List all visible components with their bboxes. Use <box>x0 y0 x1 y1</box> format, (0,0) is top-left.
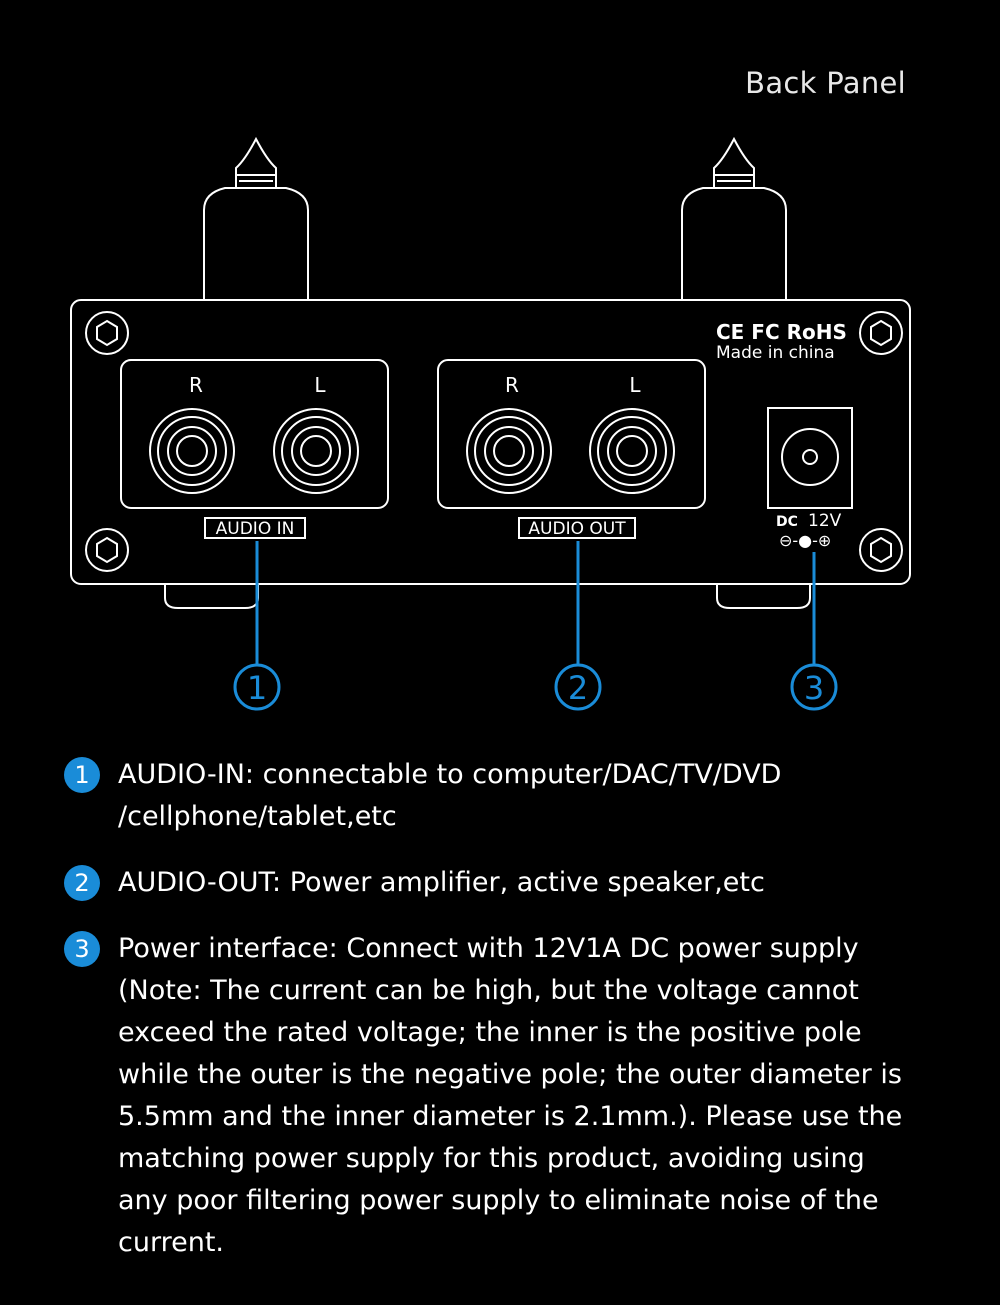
audio-out-label: AUDIO OUT <box>528 519 626 539</box>
audio-in-l-label: L <box>314 373 326 397</box>
legend-number-badge: 3 <box>64 931 100 967</box>
made-in-label: Made in china <box>716 343 835 363</box>
rca-jack-icon <box>589 408 675 494</box>
dc-power-jack <box>767 407 853 509</box>
screw-icon <box>859 311 903 355</box>
callout-2 <box>554 663 602 711</box>
screw-icon <box>85 528 129 572</box>
right-foot <box>716 585 811 609</box>
callout-1-num: 1 <box>247 669 267 707</box>
rca-jack-icon <box>466 408 552 494</box>
vacuum-tube-left <box>203 136 309 300</box>
left-foot <box>164 585 259 609</box>
legend-number-badge: 2 <box>64 865 100 901</box>
rca-jack-icon <box>149 408 235 494</box>
legend-number-badge: 1 <box>64 757 100 793</box>
panel-body <box>70 299 911 585</box>
callout-3-num: 3 <box>804 669 824 707</box>
cert-marks: CE FC RoHS <box>716 320 847 344</box>
legend-text: AUDIO-OUT: Power amplifier, active speak… <box>118 867 765 898</box>
legend-item-2: 2 AUDIO-OUT: Power amplifier, active spe… <box>64 862 904 904</box>
audio-out-l-label: L <box>629 373 641 397</box>
audio-in-r-label: R <box>189 373 203 397</box>
vacuum-tube-right <box>681 136 787 300</box>
audio-in-group <box>120 359 389 509</box>
audio-out-group <box>437 359 706 509</box>
screw-icon <box>859 528 903 572</box>
voltage-label: 12V <box>808 511 842 531</box>
page-title: Back Panel <box>745 66 906 100</box>
legend-text: AUDIO-IN: connectable to computer/DAC/TV… <box>118 759 782 832</box>
legend-item-3: 3 Power interface: Connect with 12V1A DC… <box>64 928 904 1264</box>
dc-label: DC <box>776 514 798 530</box>
callout-1 <box>233 663 281 711</box>
screw-icon <box>85 311 129 355</box>
legend-text: Power interface: Connect with 12V1A DC p… <box>118 933 903 1258</box>
legend-item-1: 1 AUDIO-IN: connectable to computer/DAC/… <box>64 754 904 838</box>
back-panel-diagram: R L AUDIO IN R L AUDIO OUT CE FC RoHS Ma… <box>70 136 911 711</box>
audio-in-label: AUDIO IN <box>216 519 295 539</box>
audio-out-r-label: R <box>505 373 519 397</box>
rca-jack-icon <box>273 408 359 494</box>
callout-2-num: 2 <box>568 669 588 707</box>
callout-3 <box>790 663 838 711</box>
polarity-symbol-icon: ⊖-●-⊕ <box>779 531 831 550</box>
